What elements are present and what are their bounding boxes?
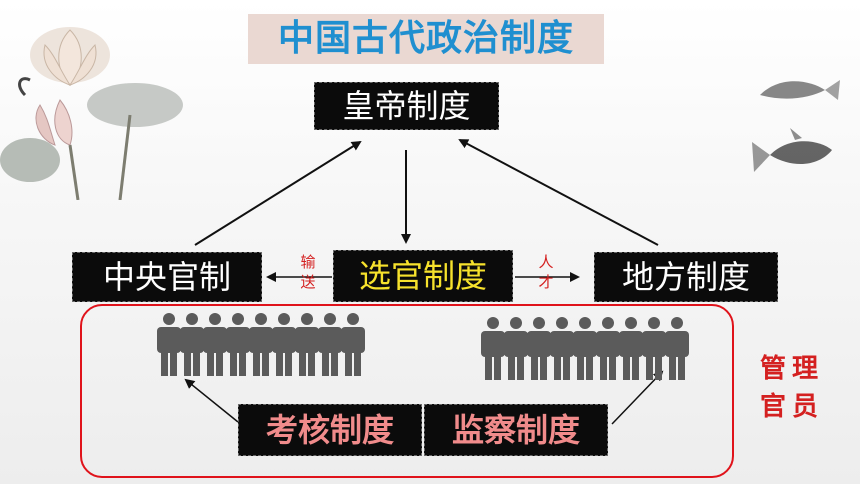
person-icon: [619, 317, 643, 380]
person-icon: [527, 317, 551, 380]
people-silhouettes: [481, 317, 689, 380]
person-icon: [157, 313, 181, 376]
person-icon: [272, 313, 296, 376]
person-icon: [665, 317, 689, 380]
central-official-system-box: 中央官制: [72, 252, 262, 302]
people-group-icon: [480, 316, 690, 386]
person-icon: [249, 313, 273, 376]
arrow-central-to-emperor: [194, 140, 362, 246]
person-icon: [550, 317, 574, 380]
person-icon: [295, 313, 319, 376]
people-group-icon: [156, 312, 366, 382]
person-icon: [341, 313, 365, 376]
page-title: 中国古代政治制度: [248, 14, 604, 64]
person-icon: [596, 317, 620, 380]
arrow-assessment-to-people: [184, 378, 239, 423]
person-icon: [318, 313, 342, 376]
official-selection-system-box: 选官制度: [333, 250, 513, 302]
arrow-local-to-emperor: [458, 139, 659, 246]
person-icon: [481, 317, 505, 380]
assessment-system-box: 考核制度: [238, 404, 422, 456]
arrow-supervision-to-people: [611, 370, 664, 425]
supervision-system-box: 监察制度: [424, 404, 608, 456]
koi-fish-painting: [752, 80, 840, 172]
person-icon: [573, 317, 597, 380]
label-talent: 人才: [538, 253, 554, 291]
person-icon: [504, 317, 528, 380]
emperor-system-box: 皇帝制度: [314, 82, 499, 130]
people-silhouettes: [157, 313, 365, 376]
person-icon: [226, 313, 250, 376]
person-icon: [203, 313, 227, 376]
person-icon: [180, 313, 204, 376]
label-transport: 输送: [300, 253, 316, 291]
person-icon: [642, 317, 666, 380]
local-system-box: 地方制度: [594, 252, 778, 302]
manage-officials-label: 管理 官员: [760, 354, 825, 422]
lotus-painting: [0, 27, 183, 200]
official-management-frame: [80, 304, 734, 478]
